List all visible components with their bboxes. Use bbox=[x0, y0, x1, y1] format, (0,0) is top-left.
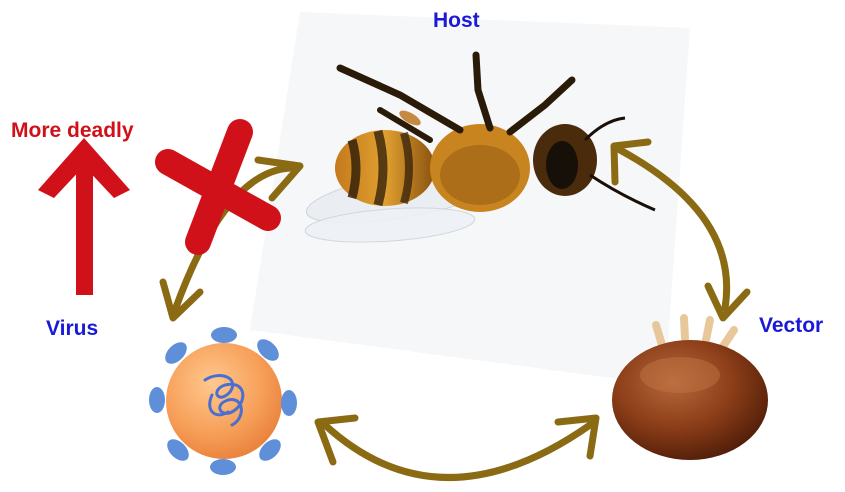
vector-label: Vector bbox=[759, 314, 823, 338]
red-x-mark-icon bbox=[168, 132, 268, 242]
more-deadly-label: More deadly bbox=[11, 119, 134, 143]
host-label: Host bbox=[433, 9, 480, 33]
virus-particle-icon bbox=[149, 327, 297, 475]
up-arrow-icon bbox=[38, 138, 130, 295]
virus-label: Virus bbox=[46, 317, 98, 341]
arrow-virus-vector bbox=[318, 418, 596, 478]
